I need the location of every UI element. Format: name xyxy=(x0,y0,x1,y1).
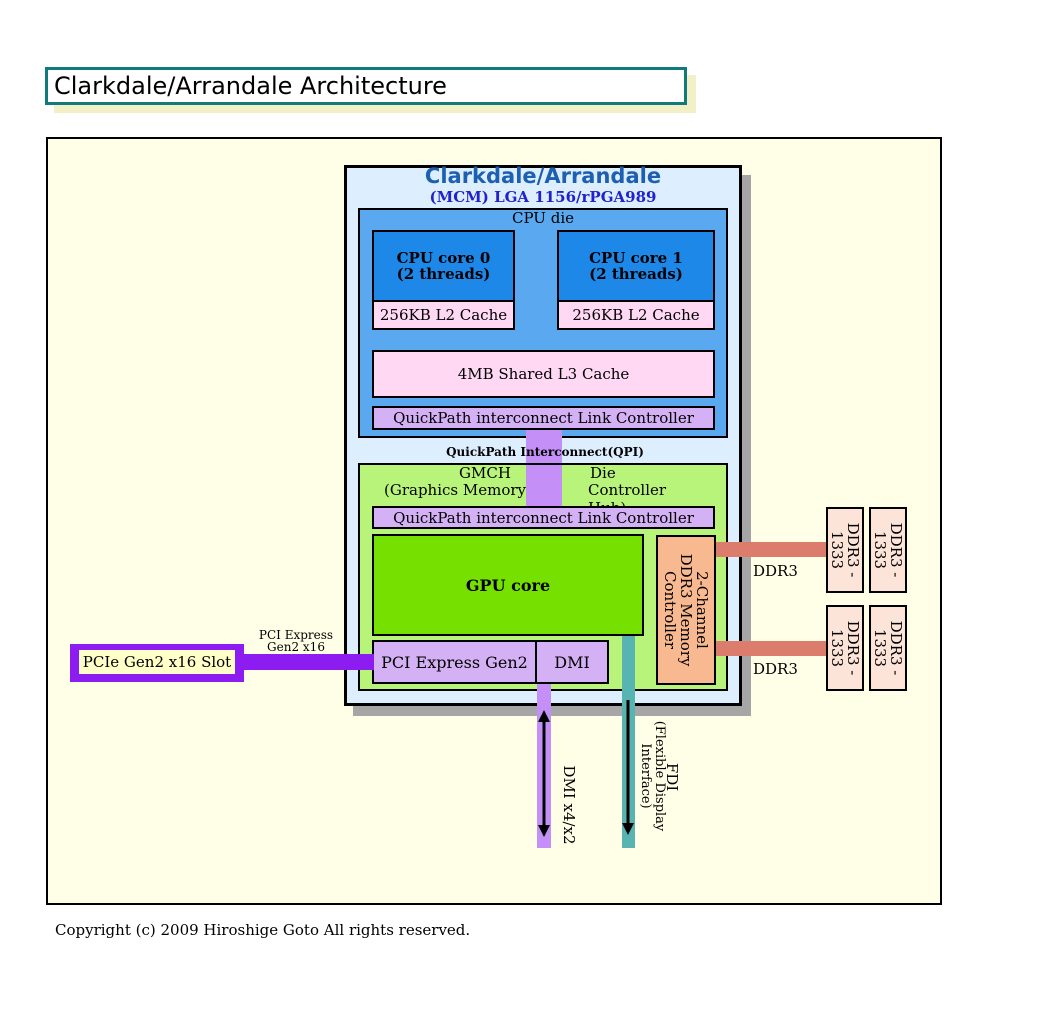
pcie-x16-link xyxy=(240,654,374,670)
cpu-core-1: CPU core 1 (2 threads) xyxy=(557,230,715,302)
cpu-core-0-l2-cache: 256KB L2 Cache xyxy=(372,300,515,330)
cpu-core-0-name: CPU core 0 xyxy=(396,249,491,267)
dimm-1-speed: 1333 xyxy=(828,530,846,570)
qpi-link-label: QuickPath Interconnect(QPI) xyxy=(446,445,644,459)
dimm-1: DDR3 - 1333 xyxy=(826,507,864,593)
gmch-qpi-link-controller: QuickPath interconnect Link Controller xyxy=(372,506,715,529)
dimm-4-speed: 1333 xyxy=(871,628,889,668)
package-socket: (MCM) LGA 1156/rPGA989 xyxy=(429,188,657,206)
l3-cache: 4MB Shared L3 Cache xyxy=(372,350,715,398)
dimm-4: DDR3 - 1333 xyxy=(869,605,907,691)
cpu-core-1-l2-cache: 256KB L2 Cache xyxy=(557,300,715,330)
cpu-core-0-threads: (2 threads) xyxy=(396,265,491,283)
dimm-4-label: DDR3 - 1333 xyxy=(870,605,906,691)
dimm-3-type: DDR3 - xyxy=(844,620,862,676)
fdi-label-line3: Interface) xyxy=(638,743,654,809)
gmch-label-line2: (Graphics Memory xyxy=(384,481,527,499)
copyright-notice: Copyright (c) 2009 Hiroshige Goto All ri… xyxy=(55,921,471,939)
dmi-link-label: DMI x4/x2 xyxy=(560,765,578,845)
cpu-core-1-name: CPU core 1 xyxy=(589,249,683,267)
ddr3-memory-controller: 2-Channel DDR3 Memory Controller xyxy=(656,535,716,685)
package-name: Clarkdale/Arrandale xyxy=(424,164,662,188)
fdi-down-arrow xyxy=(622,700,634,835)
dimm-2-label: DDR3 - 1333 xyxy=(870,507,906,593)
gmch-label: GMCH xyxy=(459,464,511,482)
gmch-label-line3: Die xyxy=(590,464,616,482)
dimm-2-speed: 1333 xyxy=(871,530,889,570)
ddr3-bus-channel-a xyxy=(716,542,828,557)
dimm-3: DDR3 - 1333 xyxy=(826,605,864,691)
ddr3-bus-channel-b xyxy=(716,641,828,656)
cpu-die-label: CPU die xyxy=(512,209,574,227)
dimm-1-type: DDR3 - xyxy=(844,522,862,578)
dimm-3-speed: 1333 xyxy=(828,628,846,668)
dmi-double-arrow xyxy=(538,710,550,837)
dmi-controller: DMI xyxy=(535,640,609,684)
pcie-link-label-line2: Gen2 x16 xyxy=(267,639,325,654)
pcie-gen2-controller: PCI Express Gen2 xyxy=(372,640,537,684)
cpu-qpi-link-controller: QuickPath interconnect Link Controller xyxy=(372,406,715,430)
page-title: Clarkdale/Arrandale Architecture xyxy=(45,67,687,105)
dimm-3-label: DDR3 - 1333 xyxy=(827,605,863,691)
dimm-2-type: DDR3 - xyxy=(887,522,905,578)
dimm-2: DDR3 - 1333 xyxy=(869,507,907,593)
pcie-link-label-line1: PCI Express xyxy=(258,627,334,642)
gpu-core: GPU core xyxy=(372,534,644,636)
cpu-core-1-threads: (2 threads) xyxy=(589,265,683,283)
dimm-1-label: DDR3 - 1333 xyxy=(827,507,863,593)
dimm-4-type: DDR3 - xyxy=(887,620,905,676)
pcie-slot-label: PCIe Gen2 x16 Slot xyxy=(79,650,235,674)
qpi-link-lower xyxy=(526,465,562,508)
fdi-label-line2: (Flexible Display xyxy=(652,720,668,832)
ddr3-bus-label-a: DDR3 xyxy=(753,562,798,580)
ddr3-bus-label-b: DDR3 xyxy=(753,660,798,678)
